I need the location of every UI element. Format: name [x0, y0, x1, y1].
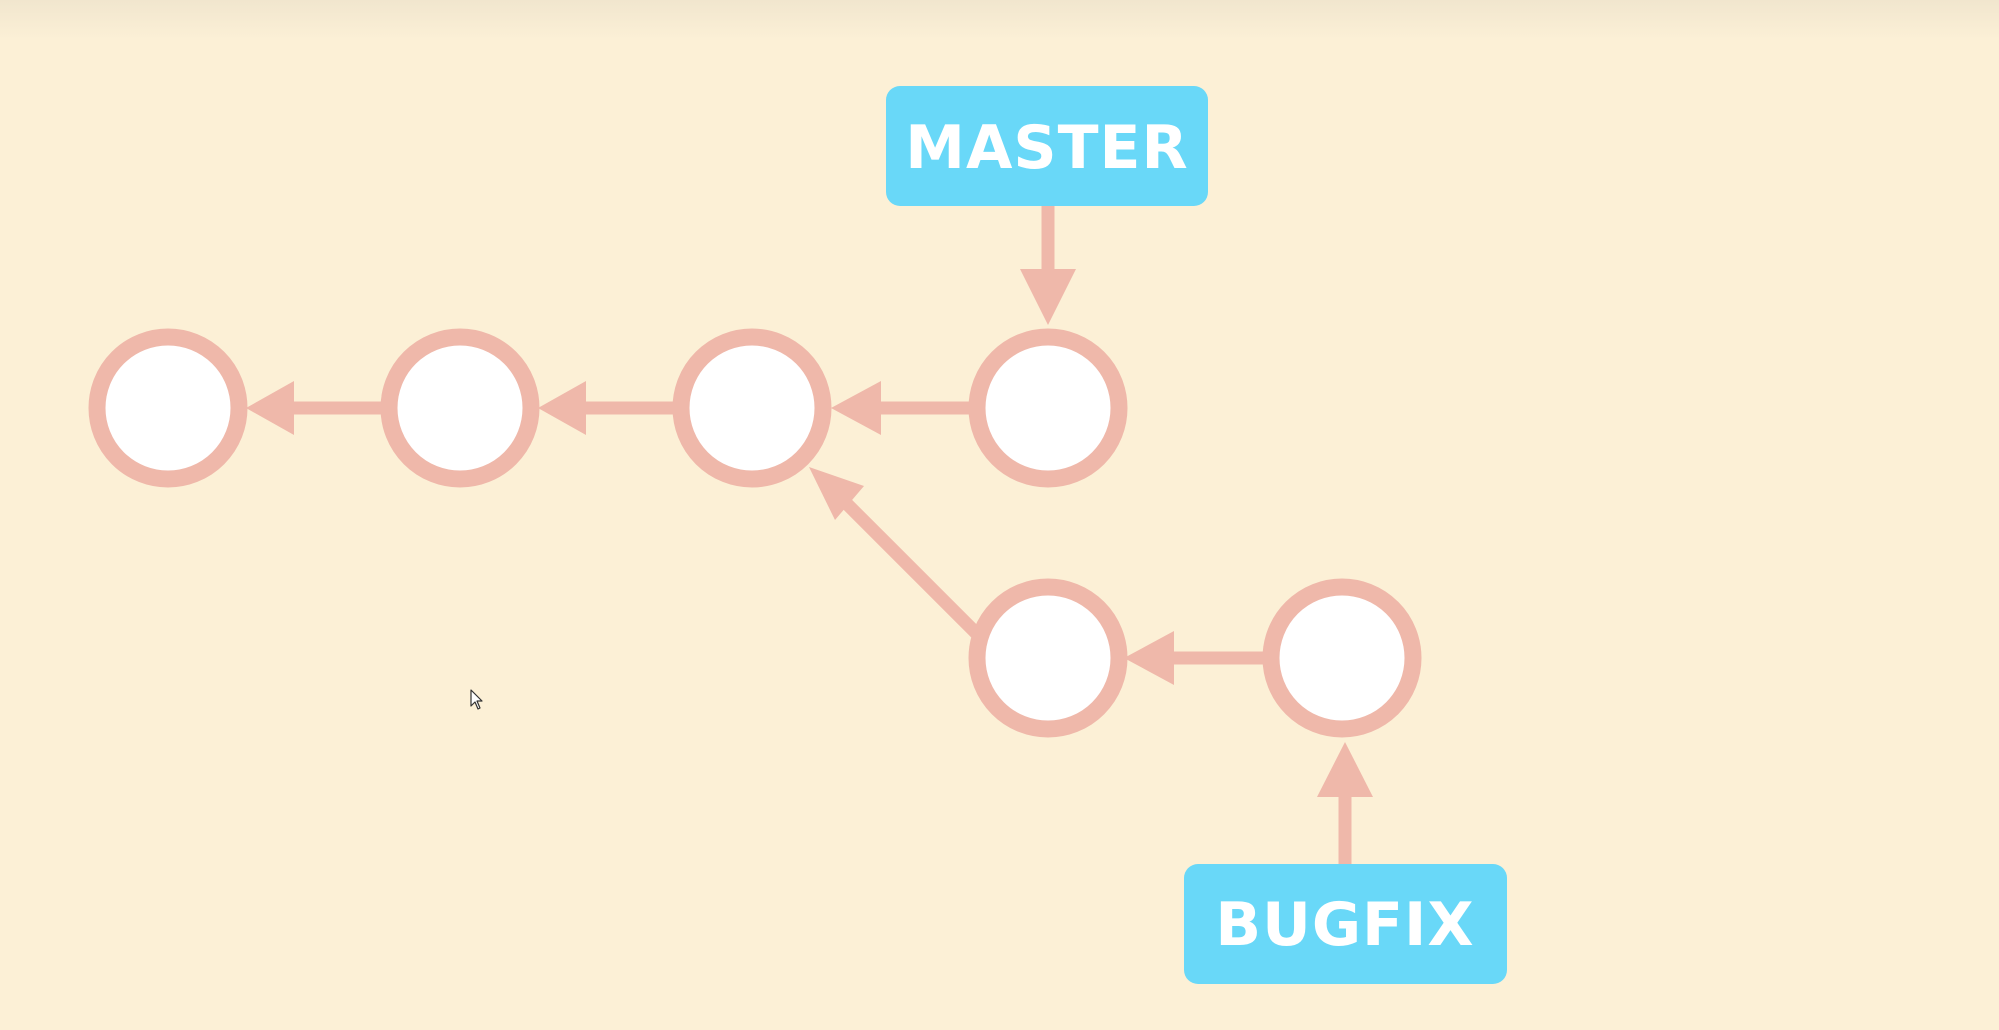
arrowhead-c2-to-c1 — [246, 381, 294, 435]
master-label-text: MASTER — [905, 113, 1188, 183]
master-label-box — [886, 86, 1208, 206]
arrowhead-c3-to-c2 — [538, 381, 586, 435]
top-shadow — [0, 0, 1999, 40]
bugfix-label-text: BUGFIX — [1215, 890, 1474, 960]
commit-node — [968, 328, 1128, 488]
edge-b1-to-c3 — [833, 490, 981, 638]
arrowhead-b2-to-b1 — [1124, 631, 1174, 685]
commit-node — [672, 328, 832, 488]
branch-pointers — [1020, 205, 1373, 865]
commit-node — [968, 578, 1128, 738]
commit-nodes — [88, 328, 1422, 738]
commit-node — [1262, 578, 1422, 738]
mouse-cursor-icon — [470, 689, 483, 710]
commit-node — [380, 328, 540, 488]
commit-edges — [246, 381, 1265, 685]
bugfix-label: BUGFIX — [1184, 864, 1507, 984]
arrowhead-b1-to-c3 — [809, 467, 864, 520]
bugfix-pointer-arrowhead — [1317, 742, 1373, 797]
arrowhead-c4-to-c3 — [831, 381, 881, 435]
master-label: MASTER — [886, 86, 1208, 206]
master-pointer-arrowhead — [1020, 269, 1076, 325]
commit-node — [88, 328, 248, 488]
bugfix-label-box — [1184, 864, 1507, 984]
